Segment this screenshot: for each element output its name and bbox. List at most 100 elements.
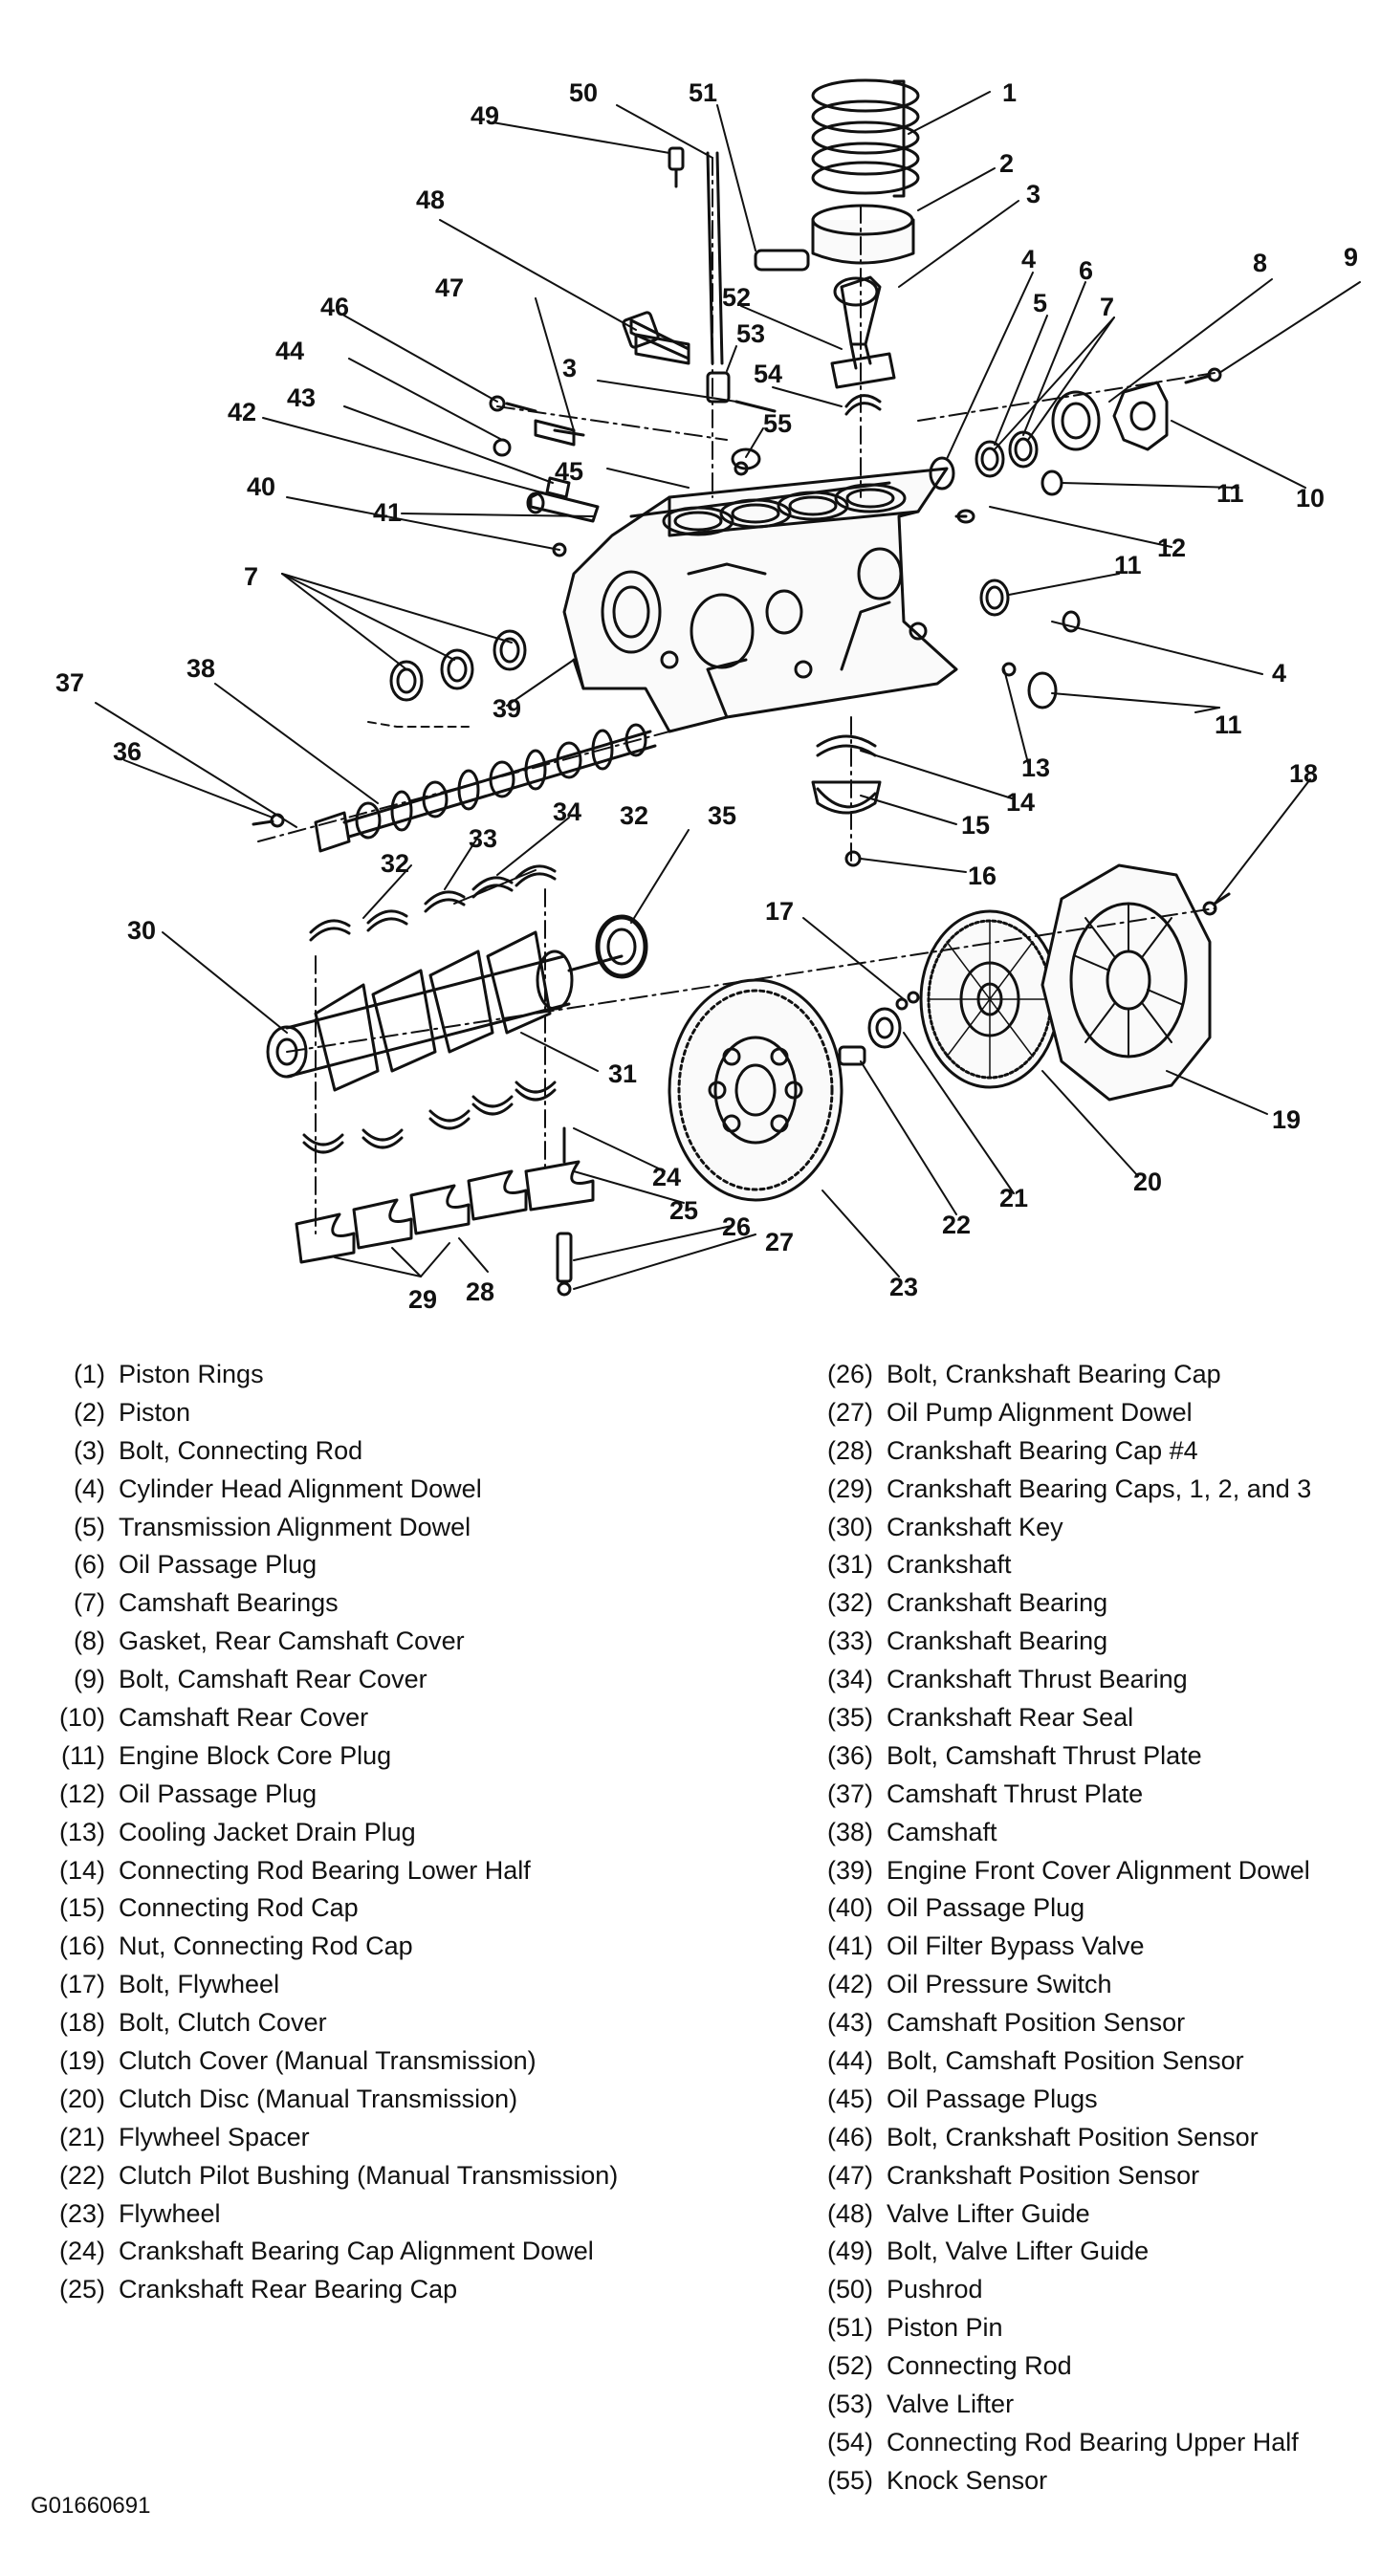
legend-label: Engine Block Core Plug <box>119 1740 392 1770</box>
legend-number: (30) <box>826 1512 873 1541</box>
legend-item: (11) Engine Block Core Plug <box>31 1737 757 1776</box>
legend-label: Bolt, Crankshaft Bearing Cap <box>887 1360 1221 1388</box>
callout-32a: 32 <box>381 849 409 878</box>
callout-45: 45 <box>555 457 583 486</box>
legend-item: (9)Bolt, Camshaft Rear Cover <box>31 1661 757 1699</box>
legend-item: (50)Pushrod <box>799 2271 1372 2309</box>
legend-number: (26) <box>826 1360 873 1388</box>
legend-item: (3)Bolt, Connecting Rod <box>31 1432 757 1471</box>
legend-item: (5)Transmission Alignment Dowel <box>31 1509 757 1547</box>
callout-52: 52 <box>722 283 751 312</box>
legend-label: Nut, Connecting Rod Cap <box>119 1932 413 1961</box>
legend-item: (53)Valve Lifter <box>799 2386 1372 2424</box>
callout-27: 27 <box>765 1228 794 1256</box>
callout-3b: 3 <box>562 354 577 382</box>
figure-id: G01660691 <box>31 2493 151 2519</box>
callout-6: 6 <box>1079 256 1093 285</box>
legend-number: (1) <box>74 1360 105 1388</box>
legend-item: (13)Cooling Jacket Drain Plug <box>31 1814 757 1852</box>
callout-37: 37 <box>55 668 84 697</box>
legend-label: Knock Sensor <box>887 2465 1048 2495</box>
legend-item: (45) Oil Passage Plugs <box>799 2081 1372 2119</box>
legend-label: Crankshaft Key <box>887 1512 1063 1541</box>
legend-label: Crankshaft Rear Bearing Cap <box>119 2275 458 2304</box>
callout-30: 30 <box>127 916 156 945</box>
legend-item: (2)Piston <box>31 1394 757 1432</box>
legend-number: (23) <box>58 2198 105 2228</box>
legend-number: (43) <box>826 2008 873 2038</box>
callout-34: 34 <box>553 797 581 826</box>
legend-label: Oil Passage Plugs <box>887 2084 1098 2113</box>
legend-item: (15)Connecting Rod Cap <box>31 1889 757 1928</box>
legend-number: (18) <box>58 2008 105 2038</box>
crankshaft-rear-seal <box>595 914 648 979</box>
legend-label: Crankshaft Rear Seal <box>887 1703 1134 1733</box>
flywheel <box>668 978 843 1202</box>
callout-17: 17 <box>765 897 794 926</box>
legend-item: (43)Camshaft Position Sensor <box>799 2004 1372 2042</box>
callout-4b: 4 <box>1272 659 1286 688</box>
legend-item: (30) Crankshaft Key <box>799 1509 1372 1547</box>
legend-label: Bolt, Valve Lifter Guide <box>887 2237 1150 2266</box>
legend-label: Connecting Rod Bearing Upper Half <box>887 2427 1299 2456</box>
legend-label: Crankshaft Bearing <box>887 1626 1108 1656</box>
legend-item: (52)Connecting Rod <box>799 2347 1372 2386</box>
callout-8: 8 <box>1253 249 1267 277</box>
legend-item: (6)Oil Passage Plug <box>31 1546 757 1584</box>
legend-label: Engine Front Cover Alignment Dowel <box>887 1855 1310 1885</box>
legend-item: (42)Oil Pressure Switch <box>799 1966 1372 2004</box>
legend-number: (37) <box>826 1779 873 1808</box>
legend-item: (36)Bolt, Camshaft Thrust Plate <box>799 1737 1372 1776</box>
legend-label: Clutch Pilot Bushing (Manual Transmissio… <box>119 2160 619 2190</box>
legend-item: (46)Bolt, Crankshaft Position Sensor <box>799 2119 1372 2157</box>
callout-14: 14 <box>1006 788 1035 817</box>
legend-item: (55)Knock Sensor <box>799 2462 1372 2500</box>
legend-item: (10) Camshaft Rear Cover <box>31 1699 757 1737</box>
legend-label: Bolt, Flywheel <box>119 1970 280 1999</box>
camshaft <box>252 723 657 853</box>
legend-label: Clutch Disc (Manual Transmission) <box>119 2084 518 2113</box>
legend-label: Valve Lifter Guide <box>887 2198 1090 2228</box>
callout-40: 40 <box>247 472 275 501</box>
legend-item: (27)Oil Pump Alignment Dowel <box>799 1394 1372 1432</box>
crank-bearings-upper <box>309 864 646 977</box>
legend-label: Crankshaft Bearing Cap #4 <box>887 1435 1198 1465</box>
legend-number: (45) <box>826 2084 873 2113</box>
legend-number: (29) <box>826 1474 873 1503</box>
legend-number: (32) <box>826 1588 873 1618</box>
legend-item: (49)Bolt, Valve Lifter Guide <box>799 2233 1372 2271</box>
engine-block-exploded-diagram: 1 2 3 3 4 4 5 6 7 7 8 9 10 11 11 11 12 1… <box>55 78 1361 1314</box>
legend-number: (6) <box>74 1550 105 1580</box>
legend-label: Crankshaft Bearing <box>887 1588 1108 1618</box>
legend-number: (12) <box>58 1779 105 1808</box>
legend-number: (17) <box>58 1970 105 1999</box>
clutch-disc <box>919 909 1061 1089</box>
legend-item: (23)Flywheel <box>31 2195 757 2234</box>
callout-50: 50 <box>569 78 598 107</box>
legend-number: (22) <box>58 2160 105 2190</box>
legend-label: Crankshaft Position Sensor <box>887 2160 1200 2190</box>
legend-item: (44)Bolt, Camshaft Position Sensor <box>799 2042 1372 2081</box>
callout-11b: 11 <box>1114 551 1142 579</box>
flywheel-spacer-bushing <box>838 991 920 1066</box>
callout-32b: 32 <box>620 801 648 830</box>
legend-number: (54) <box>826 2427 873 2456</box>
legend-item: (33)Crankshaft Bearing <box>799 1623 1372 1661</box>
legend-item: (26) Bolt, Crankshaft Bearing Cap <box>799 1356 1372 1394</box>
callout-18: 18 <box>1289 759 1318 788</box>
callout-55: 55 <box>763 409 792 438</box>
legend-number: (11) <box>60 1740 105 1770</box>
legend-item: (32) Crankshaft Bearing <box>799 1584 1372 1623</box>
callout-38: 38 <box>186 654 215 683</box>
legend-label: Camshaft Rear Cover <box>119 1703 369 1733</box>
legend-label: Camshaft Bearings <box>119 1588 339 1618</box>
legend-right-column: (26) Bolt, Crankshaft Bearing Cap (27)Oil … <box>799 1356 1372 2500</box>
legend-number: (50) <box>826 2275 873 2304</box>
legend-label: Oil Passage Plug <box>887 1893 1085 1923</box>
callout-35: 35 <box>708 801 736 830</box>
legend-number: (16) <box>58 1932 105 1961</box>
legend-label: Oil Filter Bypass Valve <box>887 1932 1145 1961</box>
legend-label: Bolt, Crankshaft Position Sensor <box>887 2122 1259 2151</box>
legend-number: (10) <box>58 1703 105 1733</box>
legend-label: Cooling Jacket Drain Plug <box>119 1817 416 1846</box>
